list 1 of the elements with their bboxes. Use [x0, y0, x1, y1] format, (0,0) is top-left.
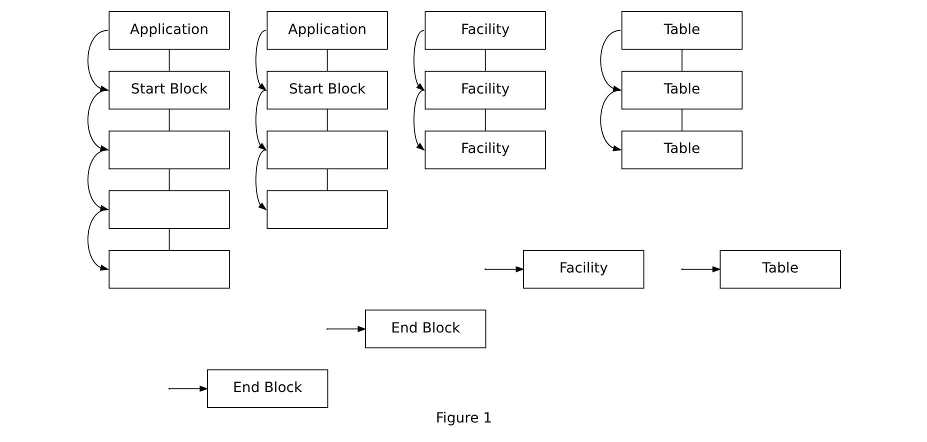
caption: Figure 1	[435, 410, 492, 426]
